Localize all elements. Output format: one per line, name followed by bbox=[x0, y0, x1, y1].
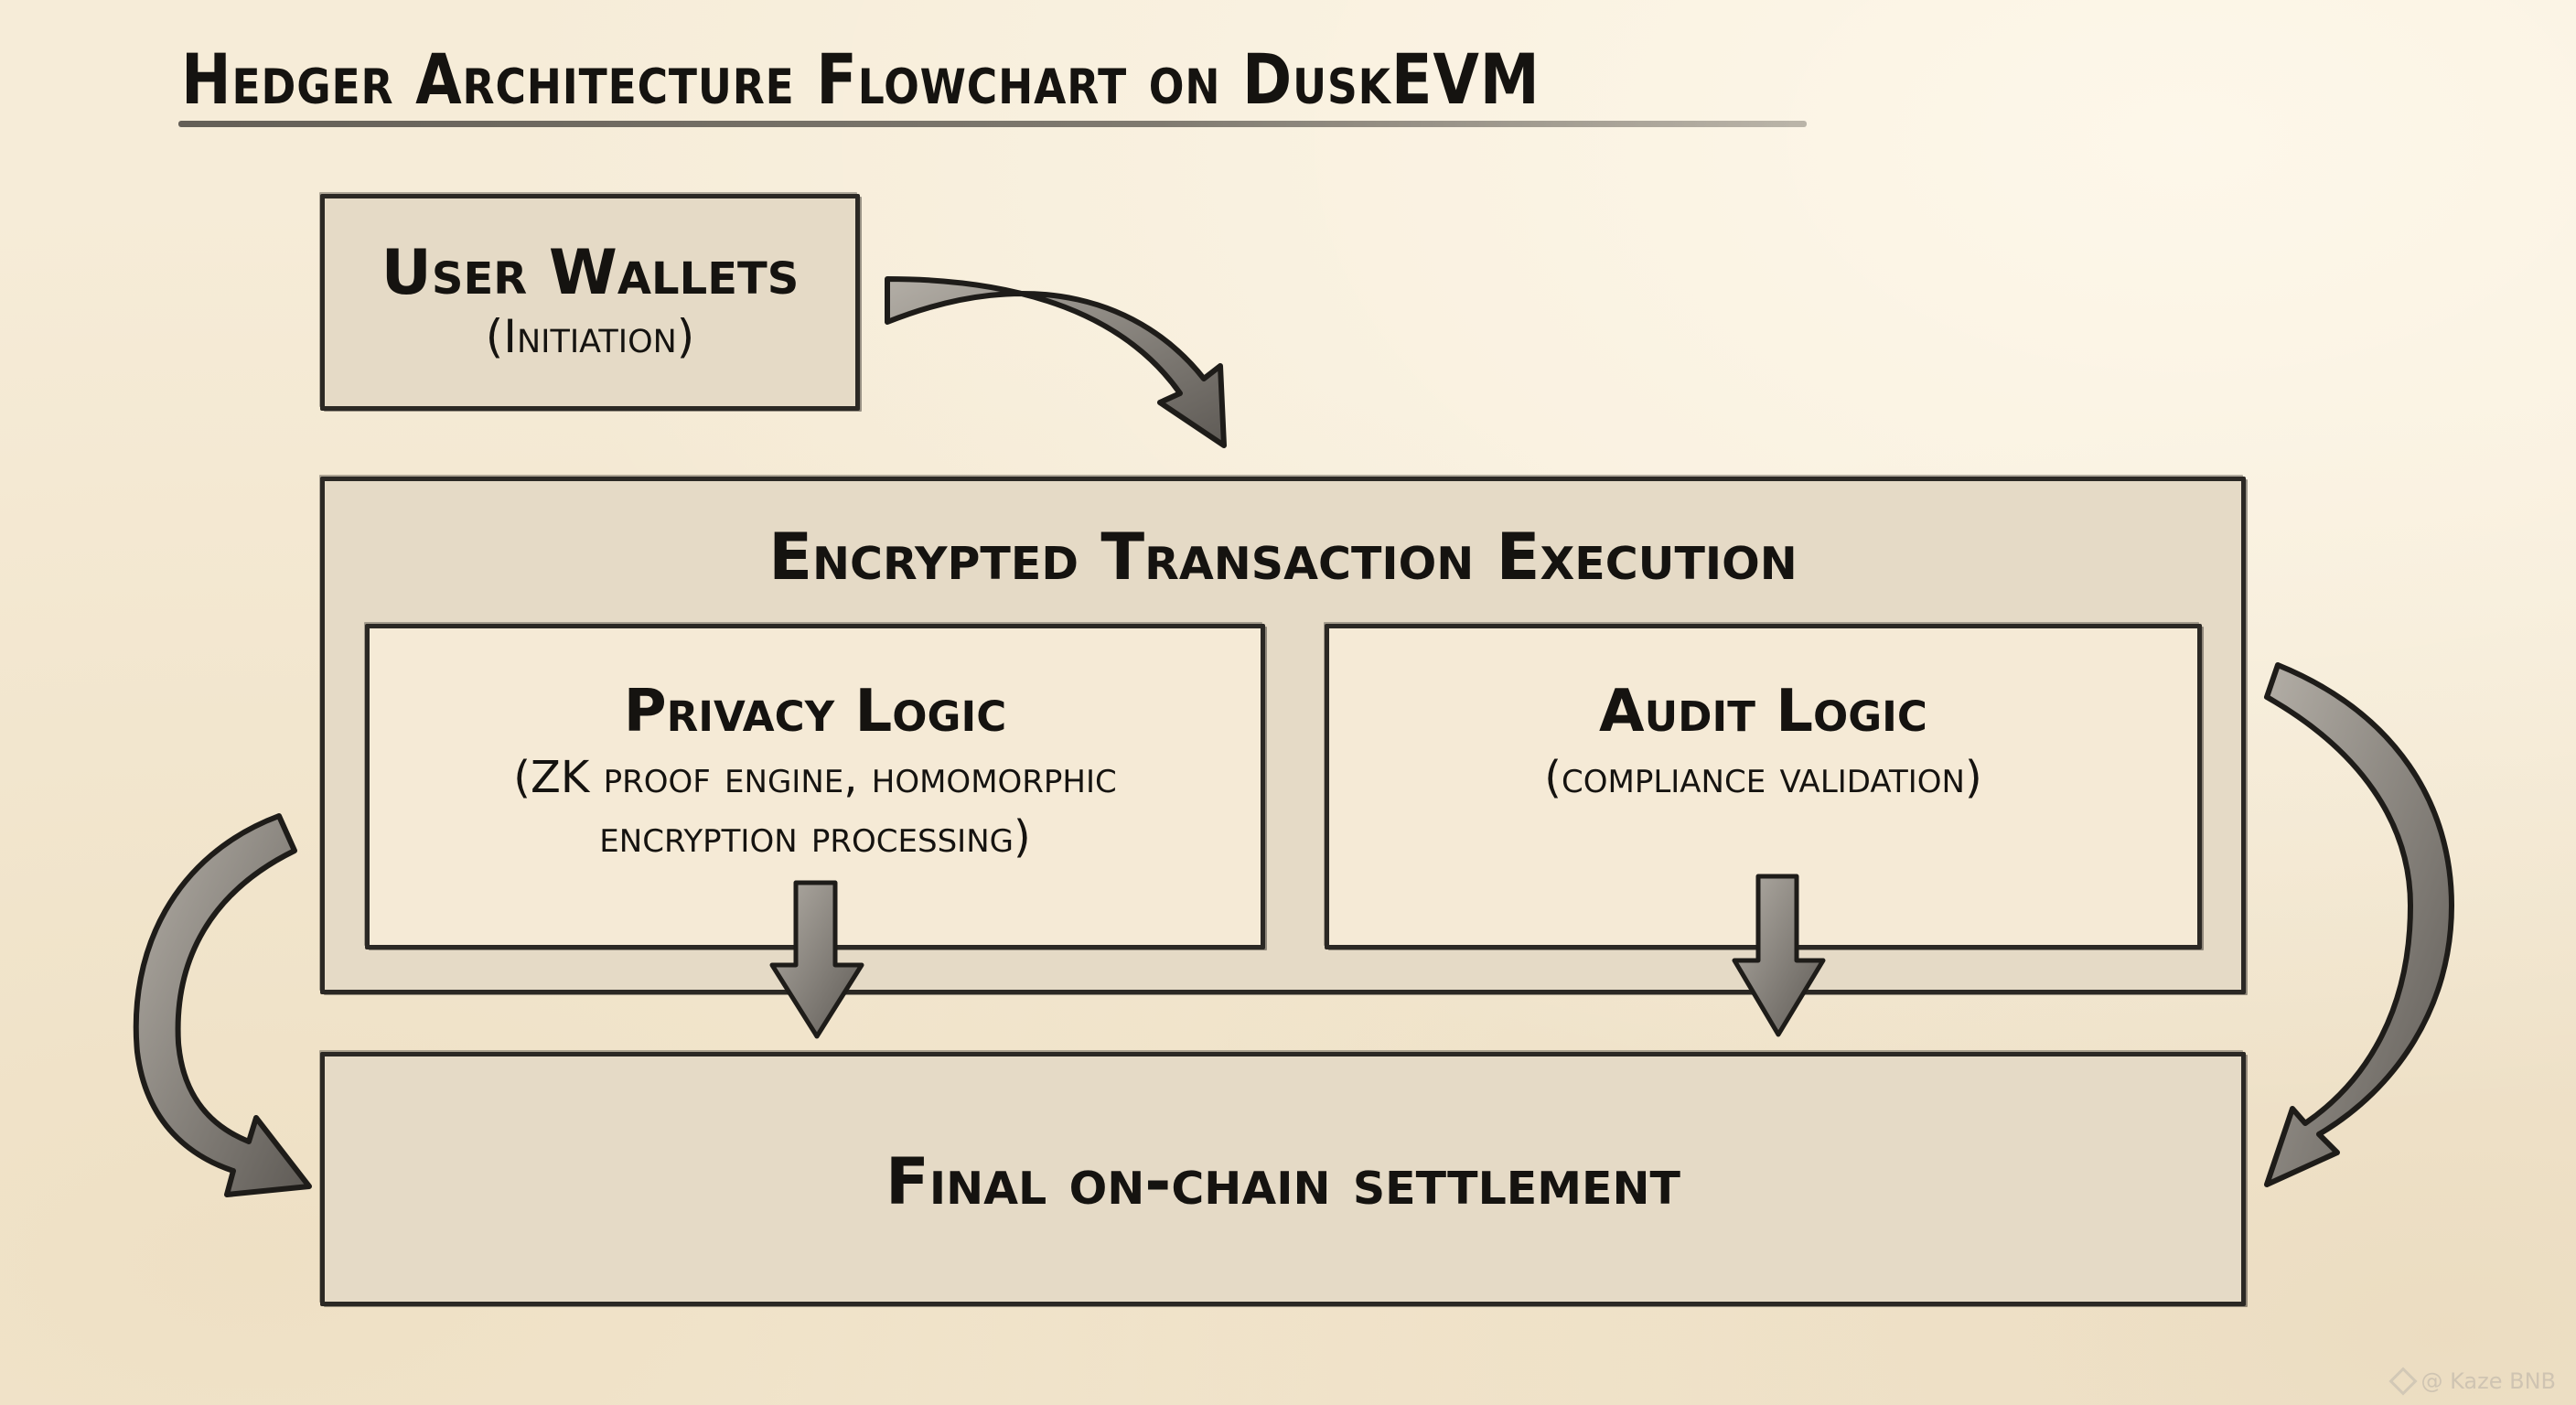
title-underline bbox=[178, 121, 1807, 127]
edge-execution-to-settlement-left-arrow bbox=[133, 813, 312, 1197]
node-final-settlement-title: Final on-chain settlement bbox=[886, 1144, 1680, 1219]
diagram-title: Hedger Architecture Flowchart on DuskEVM bbox=[181, 38, 1540, 120]
edge-execution-to-settlement-right-arrow bbox=[2264, 662, 2454, 1187]
node-audit-logic: Audit Logic (compliance validation) bbox=[1325, 624, 2202, 949]
node-final-settlement: Final on-chain settlement bbox=[320, 1052, 2246, 1306]
node-audit-logic-subtitle: (compliance validation) bbox=[1544, 752, 1982, 803]
edge-audit-to-settlement-arrow bbox=[1732, 874, 1826, 1037]
watermark-text: @ Kaze BNB bbox=[2420, 1368, 2556, 1394]
node-audit-logic-title: Audit Logic bbox=[1599, 678, 1927, 745]
node-encrypted-execution-title: Encrypted Transaction Execution bbox=[768, 520, 1798, 595]
node-privacy-logic-subtitle-line2: encryption processing) bbox=[599, 811, 1031, 863]
edge-user-to-execution-arrow bbox=[885, 276, 1227, 448]
node-user-wallets-title: User Wallets bbox=[381, 237, 800, 309]
node-user-wallets: User Wallets (Initiation) bbox=[320, 194, 860, 411]
node-privacy-logic-title: Privacy Logic bbox=[623, 678, 1007, 745]
edge-privacy-to-settlement-arrow bbox=[769, 880, 864, 1039]
node-user-wallets-subtitle: (Initiation) bbox=[485, 310, 695, 363]
watermark: @ Kaze BNB bbox=[2388, 1367, 2556, 1396]
node-privacy-logic-subtitle-line1: (ZK proof engine, homomorphic bbox=[513, 752, 1117, 803]
binance-logo-icon bbox=[2388, 1367, 2419, 1396]
